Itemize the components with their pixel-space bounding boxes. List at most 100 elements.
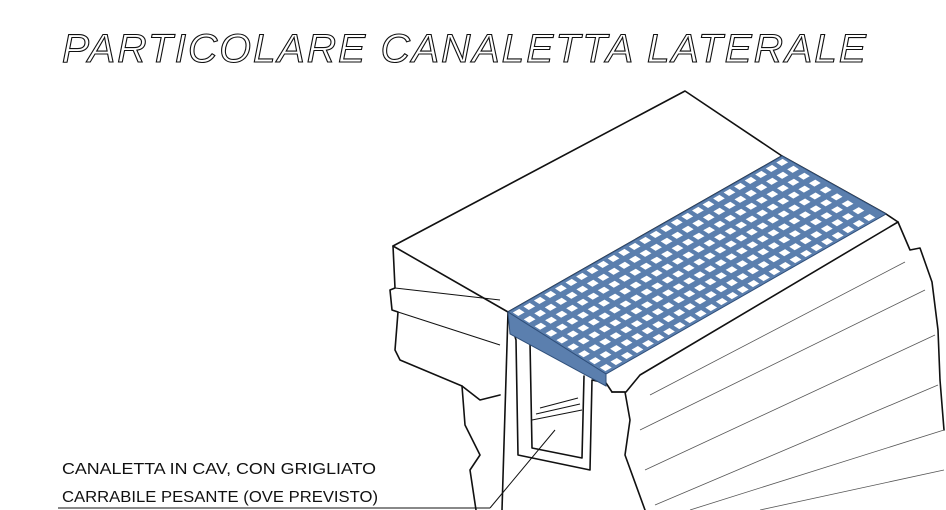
grating-slot bbox=[745, 189, 757, 197]
grating-slot bbox=[776, 171, 789, 179]
grating-slot bbox=[724, 214, 737, 222]
grating-slot bbox=[684, 316, 696, 324]
grating-slot bbox=[577, 337, 590, 345]
grating-slot bbox=[640, 262, 652, 270]
grating-slot bbox=[609, 306, 621, 314]
grating-slot bbox=[556, 336, 569, 344]
grating-slot bbox=[778, 249, 791, 257]
grating-slot bbox=[544, 290, 557, 298]
grating-slot bbox=[734, 208, 747, 216]
grating-slot bbox=[694, 310, 707, 318]
grating-slot bbox=[586, 279, 599, 287]
grating-slot bbox=[619, 287, 631, 295]
grating-slot bbox=[725, 253, 738, 261]
grating-slot bbox=[694, 297, 707, 305]
grating-slot bbox=[631, 346, 644, 354]
grating-slot bbox=[819, 186, 832, 194]
callout-line-1: CANALETTA IN CAV, CON GRIGLIATO bbox=[62, 461, 376, 478]
grating-slot bbox=[810, 244, 823, 252]
grating-slot bbox=[756, 222, 769, 230]
grating-slot bbox=[704, 265, 716, 273]
grating-slot bbox=[842, 213, 854, 221]
grating-slot bbox=[629, 281, 642, 289]
grating-slot bbox=[852, 220, 865, 228]
grating-slot bbox=[619, 300, 632, 308]
grating-slot bbox=[661, 263, 674, 271]
grating-slot bbox=[544, 303, 557, 311]
grating-slot bbox=[566, 330, 579, 338]
grating-slot bbox=[787, 178, 800, 186]
grating-slot bbox=[735, 247, 748, 255]
grating-slot bbox=[651, 308, 664, 316]
grating-slot bbox=[567, 343, 579, 351]
grating-slot bbox=[809, 192, 822, 200]
grating-slot bbox=[810, 231, 823, 239]
grating-slot bbox=[652, 334, 665, 342]
grating-slot bbox=[673, 322, 686, 330]
grating-slot bbox=[683, 303, 696, 311]
grating-slot bbox=[651, 295, 664, 303]
grating-slot bbox=[842, 226, 855, 234]
grating-slot bbox=[607, 254, 620, 262]
grating-slot bbox=[673, 309, 686, 317]
grating-slot bbox=[831, 206, 843, 214]
grating-slot bbox=[598, 299, 610, 307]
grating-slot bbox=[747, 280, 760, 288]
grating-slot bbox=[555, 297, 568, 305]
grating-slot bbox=[777, 197, 790, 205]
grating-slot bbox=[628, 242, 641, 250]
grating-slot bbox=[631, 333, 643, 341]
grating-slot bbox=[599, 351, 612, 359]
grating-slot bbox=[588, 344, 601, 352]
grating-slot bbox=[734, 195, 747, 203]
grating-slot bbox=[693, 258, 706, 266]
grating-slot bbox=[587, 305, 600, 313]
grating-slot bbox=[757, 261, 770, 269]
grating-slot bbox=[702, 200, 715, 208]
grating-slot bbox=[799, 224, 812, 232]
grating-slot bbox=[681, 225, 694, 233]
grating-slot bbox=[609, 319, 622, 327]
grating-slot bbox=[652, 321, 665, 329]
grating-slot bbox=[576, 285, 589, 293]
grating-slot bbox=[830, 193, 843, 201]
grating-slot bbox=[755, 183, 768, 191]
grating-slot bbox=[746, 254, 759, 262]
grating-slot bbox=[682, 251, 695, 259]
grating-slot bbox=[639, 236, 652, 244]
grating-slot bbox=[831, 232, 844, 240]
grating-slot bbox=[713, 207, 726, 215]
grating-slot bbox=[767, 229, 780, 237]
grating-slot bbox=[620, 313, 632, 321]
grating-slot bbox=[663, 328, 675, 336]
grating-slot bbox=[820, 199, 832, 207]
grating-slot bbox=[745, 202, 758, 210]
grating-slot bbox=[809, 205, 822, 213]
grating-slot bbox=[682, 264, 695, 272]
grating-slot bbox=[610, 358, 623, 366]
grating-slot bbox=[683, 290, 696, 298]
grating-slot bbox=[778, 236, 791, 244]
grating-slot bbox=[777, 210, 790, 218]
grating-slot bbox=[798, 185, 811, 193]
grating-slot bbox=[776, 158, 789, 166]
grating-slot bbox=[588, 331, 601, 339]
grating-slot bbox=[692, 232, 705, 240]
grating-slot bbox=[587, 292, 600, 300]
grating-slot bbox=[671, 244, 684, 252]
grating-slot bbox=[534, 309, 546, 317]
base-foundation bbox=[461, 385, 481, 510]
grating-slot bbox=[734, 182, 746, 190]
grating-slot bbox=[725, 266, 738, 274]
grating-slot bbox=[512, 308, 525, 316]
grating-slot bbox=[705, 304, 718, 312]
grating-slot bbox=[726, 292, 739, 300]
grating-slot bbox=[672, 257, 684, 265]
grating-slot bbox=[681, 212, 694, 220]
grating-slot bbox=[767, 216, 779, 224]
grating-slot bbox=[821, 238, 833, 246]
grating-slot bbox=[597, 286, 610, 294]
grating-slot bbox=[641, 327, 654, 335]
grating-slot bbox=[766, 190, 779, 198]
